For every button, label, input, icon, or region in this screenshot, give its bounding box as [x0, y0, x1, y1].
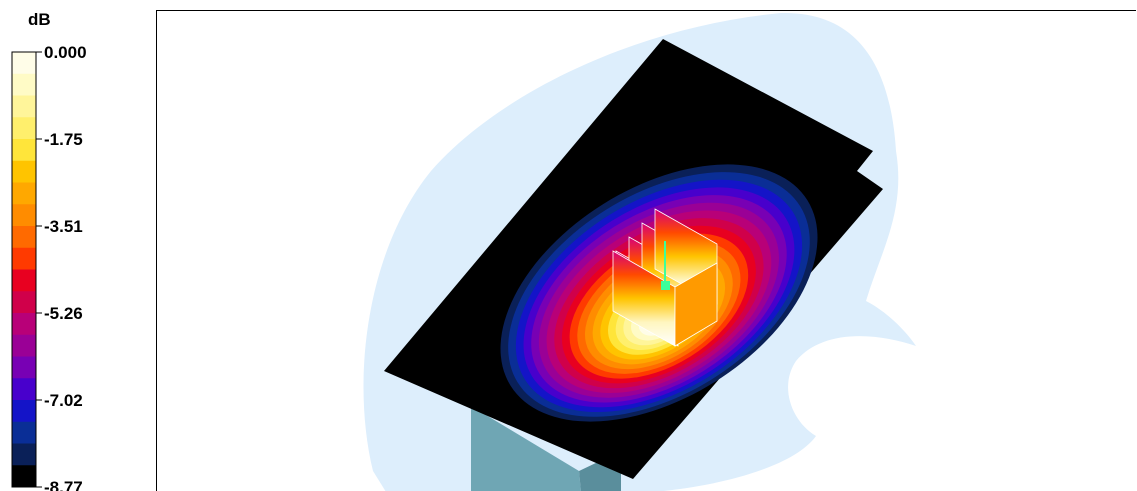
colorbar-swatch — [12, 73, 36, 96]
colorbar-swatch — [12, 204, 36, 227]
fin-structure — [612, 208, 718, 347]
colorbar-tick-label: -5.26 — [44, 304, 83, 323]
colorbar-tick-label: -7.02 — [44, 391, 83, 410]
colorbar-border — [11, 51, 37, 488]
fin-side-face — [674, 262, 718, 347]
colorbar-svg: 0.000 -1.75 -3.51 -5.26 -7.02 -8.77 — [11, 43, 87, 491]
plot-content — [363, 12, 916, 491]
colorbar-swatch — [12, 443, 36, 466]
colorbar-swatch — [12, 313, 36, 336]
colorbar-unit: dB — [28, 10, 51, 29]
colorbar-swatch — [12, 95, 36, 118]
colorbar-swatch — [12, 269, 36, 292]
colorbar-swatch — [12, 356, 36, 379]
colorbar-swatch — [12, 421, 36, 444]
colorbar-swatch — [12, 465, 36, 488]
colorbar-tick-label: -1.75 — [44, 130, 83, 149]
colorbar-tick-label: -8.77 — [44, 478, 83, 491]
colorbar-swatch — [12, 400, 36, 423]
colorbar-swatch — [12, 139, 36, 162]
colorbar-swatch — [12, 182, 36, 205]
colorbar-legend: 0.000 -1.75 -3.51 -5.26 -7.02 -8.77 dB — [0, 0, 150, 491]
colorbar-swatch — [12, 160, 36, 183]
colorbar-swatch — [12, 291, 36, 314]
colorbar-swatch — [12, 247, 36, 270]
feed-point — [661, 281, 670, 290]
colorbar-swatch — [12, 117, 36, 140]
colorbar-swatch — [12, 226, 36, 249]
colorbar-tick-label: 0.000 — [44, 43, 87, 62]
colorbar-swatch — [12, 334, 36, 357]
plot-area — [156, 10, 1136, 491]
colorbar-swatch — [12, 52, 36, 75]
colorbar-tick-label: -3.51 — [44, 217, 83, 236]
field-plot-svg — [363, 12, 916, 491]
device-base — [471, 406, 581, 491]
colorbar-swatch — [12, 378, 36, 401]
